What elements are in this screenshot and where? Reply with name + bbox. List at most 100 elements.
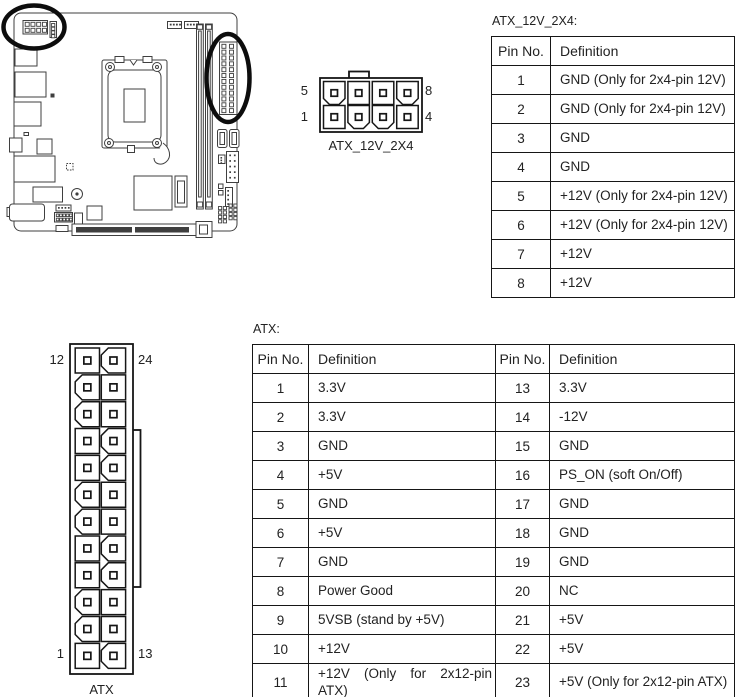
col-header-definition: Definition (550, 36, 735, 66)
dimm-slots (196, 23, 213, 210)
pin-contact (109, 490, 118, 500)
table-row: 11+12V (Only for 2x12-pin ATX)23+5V (Onl… (252, 663, 735, 697)
rear-io-ports (6, 48, 63, 222)
atx-12v-2x4-location (22, 20, 57, 39)
definition-cell: 3.3V (549, 373, 735, 403)
table-header-row: Pin No.Definition (491, 36, 735, 66)
pin-label-24: 24 (138, 352, 153, 367)
definition-cell: +12V (550, 268, 735, 298)
chipset-heatsink (133, 175, 173, 211)
pin-number-cell: 14 (495, 402, 550, 432)
atx-12v-2x4-connector (319, 70, 423, 133)
atx-connector (69, 343, 142, 675)
definition-cell: GND (549, 518, 735, 548)
pin-number-cell: 6 (491, 210, 551, 240)
definition-cell: GND (308, 547, 496, 577)
pin-number-cell: 13 (495, 373, 550, 403)
definition-cell: GND (550, 152, 735, 182)
table-row: 7+12V (491, 239, 735, 269)
pin-number-cell: 16 (495, 460, 550, 490)
definition-cell: GND (549, 489, 735, 519)
pin-contact (82, 382, 92, 392)
definition-cell: 5VSB (stand by +5V) (308, 605, 496, 635)
pin-number-cell: 22 (495, 634, 550, 664)
definition-cell: +5V (308, 460, 496, 490)
definition-cell: 3.3V (308, 402, 496, 432)
pin-contact (109, 436, 118, 446)
pin-number-cell: 5 (252, 489, 309, 519)
pin-label-13: 13 (138, 646, 153, 661)
sata-ports (217, 129, 240, 148)
pin-contact (82, 597, 92, 607)
table-title-atx: ATX: (253, 322, 280, 336)
col-header-pin-no: Pin No. (495, 344, 550, 374)
definition-cell: +12V (550, 239, 735, 269)
pin-contact (109, 624, 118, 634)
pin-number-cell: 2 (252, 402, 309, 432)
pin-label-1: 1 (300, 109, 308, 124)
pin-contact (82, 517, 92, 526)
pin-number-cell: 7 (491, 239, 551, 269)
definition-cell: +5V (308, 518, 496, 548)
definition-cell: GND (550, 123, 735, 153)
pin-number-cell: 15 (495, 431, 550, 461)
onboard-headers (54, 163, 103, 232)
pin-number-cell: 21 (495, 605, 550, 635)
connector-caption-atx: ATX (89, 682, 114, 697)
atx-12v-2x4-connector-diagram: 5 8 1 4 ATX_12V_2X4 (286, 62, 436, 162)
pin-number-cell: 7 (252, 547, 309, 577)
definition-cell: +12V (Only for 2x12-pin ATX) (308, 663, 496, 697)
col-header-pin-no: Pin No. (491, 36, 551, 66)
pin-number-cell: 8 (491, 268, 551, 298)
pin-contact (82, 570, 92, 580)
pin-number-cell: 23 (495, 663, 550, 697)
pin-contact (109, 544, 118, 553)
pin-contact (82, 544, 92, 553)
pin-contact (82, 409, 92, 419)
pin-contact (354, 112, 363, 122)
pin-number-cell: 10 (252, 634, 309, 664)
definition-cell: GND (308, 431, 496, 461)
atx-24pin-location (219, 41, 238, 115)
pin-contact (109, 570, 118, 580)
pin-number-cell: 4 (252, 460, 309, 490)
definition-cell: Power Good (308, 576, 496, 606)
definition-cell: +12V (Only for 2x4-pin 12V) (550, 181, 735, 211)
pin-number-cell: 11 (252, 663, 309, 697)
pin-contact (109, 409, 118, 419)
pin-label-4: 4 (425, 109, 433, 124)
pin-contact (109, 382, 118, 392)
pin-contact (82, 463, 92, 473)
pin-number-cell: 1 (491, 65, 551, 95)
connector-caption-atx-12v-2x4: ATX_12V_2X4 (328, 138, 414, 153)
pin-number-cell: 6 (252, 518, 309, 548)
pin-contact (354, 88, 363, 98)
pin-contact (82, 436, 92, 446)
pin-number-cell: 1 (252, 373, 309, 403)
pcie-slot (71, 221, 213, 238)
definition-cell: GND (Only for 2x4-pin 12V) (550, 65, 735, 95)
highlight-atx-12v-2x4 (1, 3, 67, 51)
definition-cell: GND (549, 547, 735, 577)
pin-contact (109, 356, 118, 365)
definition-cell: GND (549, 431, 735, 461)
pin-contact (109, 651, 118, 661)
definition-cell: GND (308, 489, 496, 519)
pin-number-cell: 4 (491, 152, 551, 182)
pin-contact (82, 651, 92, 661)
col-header-definition: Definition (308, 344, 496, 374)
definition-cell: PS_ON (soft On/Off) (549, 460, 735, 490)
pin-contact (378, 112, 388, 122)
pin-number-cell: 19 (495, 547, 550, 577)
pin-number-cell: 3 (252, 431, 309, 461)
